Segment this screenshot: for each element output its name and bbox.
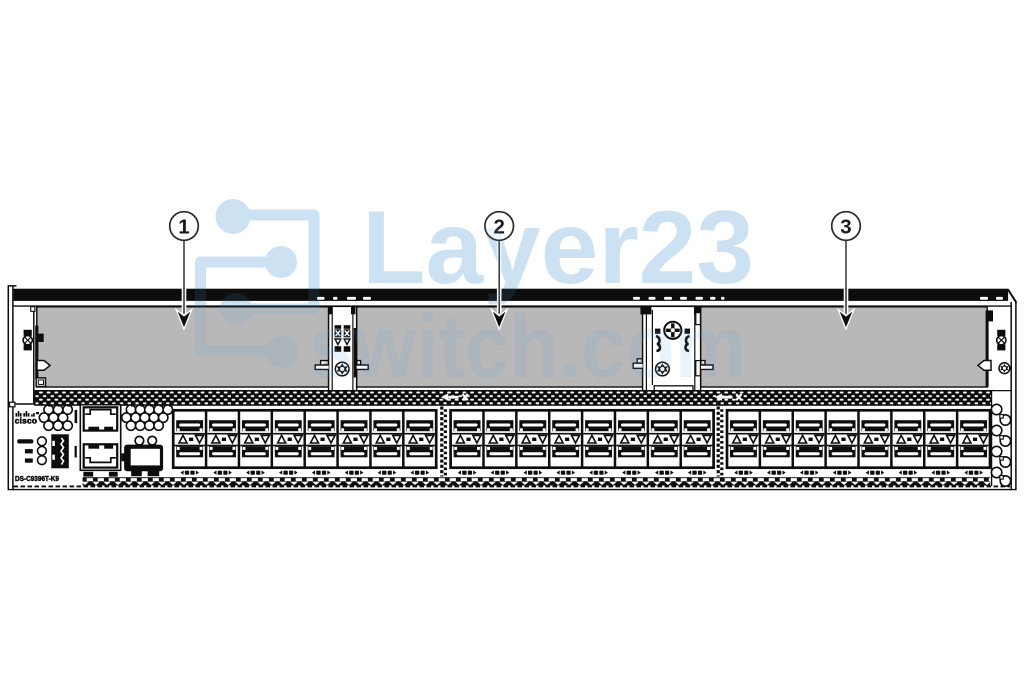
svg-text:DS-C9396T-K9: DS-C9396T-K9	[15, 474, 59, 483]
svg-text:2: 2	[493, 215, 504, 238]
svg-text:1: 1	[178, 215, 189, 238]
svg-text:3: 3	[840, 215, 851, 238]
svg-text:Layer23: Layer23	[362, 190, 754, 306]
svg-text:Layer23: Layer23	[362, 190, 754, 306]
svg-text:switch.com: switch.com	[309, 296, 746, 396]
svg-text:cisco: cisco	[15, 415, 37, 425]
